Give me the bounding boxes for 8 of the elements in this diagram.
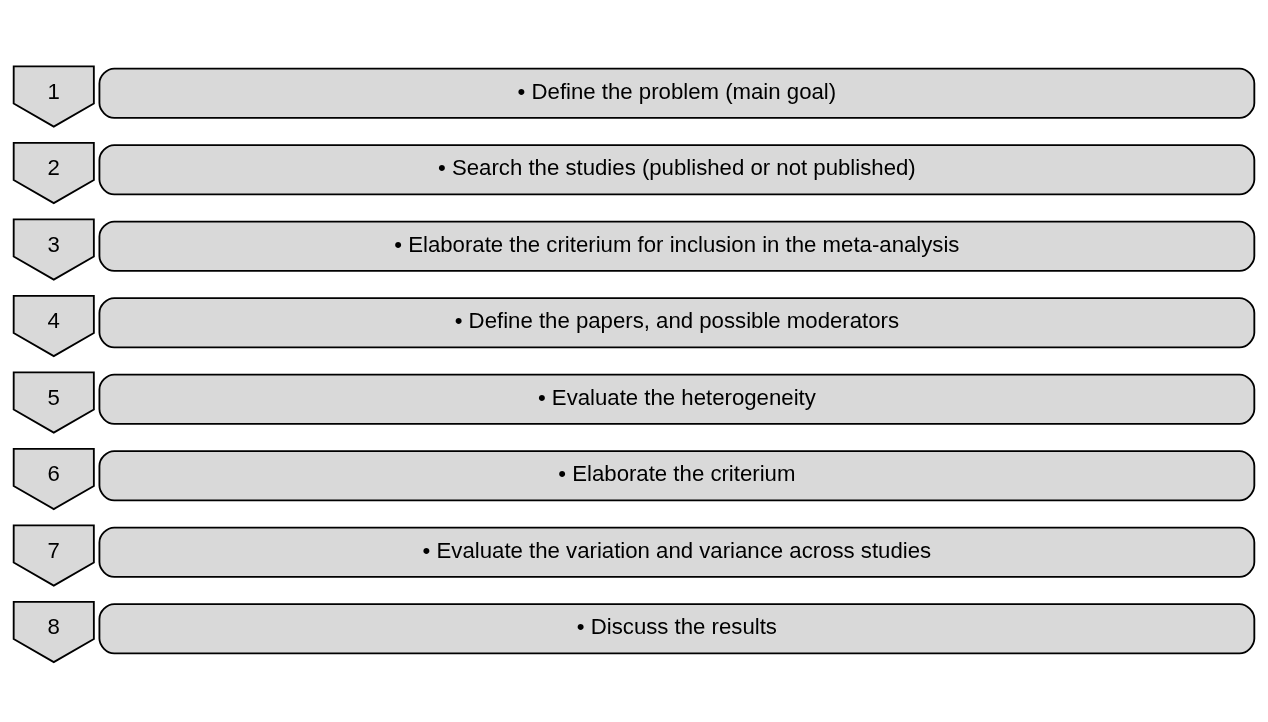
node-box: • Evaluate the variation and variance across studies: [98, 526, 1256, 578]
node-box: • Discuss the results: [98, 603, 1256, 655]
node-box: • Elaborate the criterium for inclusion in the meta-analysis: [98, 220, 1256, 272]
node-box: • Elaborate the criterium: [98, 450, 1256, 502]
node-box: • Evaluate the heterogeneity: [98, 373, 1256, 425]
node-box: • Search the studies (published or not published): [98, 144, 1256, 196]
node-box: • Define the papers, and possible moderators: [98, 297, 1256, 349]
node-box: • Define the problem (main goal): [98, 67, 1256, 119]
